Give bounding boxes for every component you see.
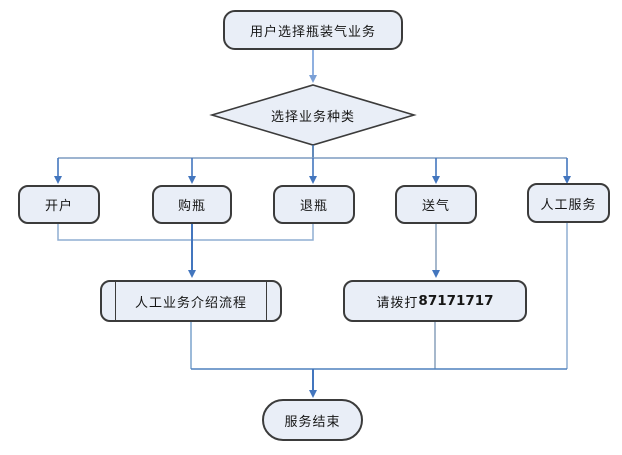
node-open-account: 开户 — [18, 185, 100, 224]
node-deliver-gas: 送气 — [395, 185, 477, 224]
node-intro-process-label: 人工业务介绍流程 — [134, 295, 247, 311]
node-call-number-prefix: 请拨打 — [376, 295, 419, 311]
node-end-label: 服务结束 — [284, 414, 341, 430]
node-end: 服务结束 — [262, 399, 363, 441]
node-manual-service: 人工服务 — [527, 183, 610, 223]
node-buy-bottle-label: 购瓶 — [177, 199, 206, 214]
node-open-account-label: 开户 — [44, 199, 73, 214]
node-return-bottle-label: 退瓶 — [299, 199, 328, 214]
node-start: 用户选择瓶装气业务 — [223, 10, 403, 50]
node-deliver-gas-label: 送气 — [421, 199, 450, 214]
node-manual-service-label: 人工服务 — [540, 197, 597, 213]
node-decision-label: 选择业务种类 — [270, 110, 355, 125]
predefined-process-bar-right — [266, 281, 267, 321]
node-return-bottle: 退瓶 — [273, 185, 355, 224]
edge-return-bottle-route — [192, 224, 314, 241]
node-start-label: 用户选择瓶装气业务 — [249, 24, 376, 40]
node-call-number-phone: 87171717 — [418, 293, 494, 309]
edge-open-account-route — [57, 224, 192, 241]
node-buy-bottle: 购瓶 — [152, 185, 232, 224]
node-intro-process: 人工业务介绍流程 — [100, 280, 282, 322]
predefined-process-bar-left — [115, 281, 116, 321]
